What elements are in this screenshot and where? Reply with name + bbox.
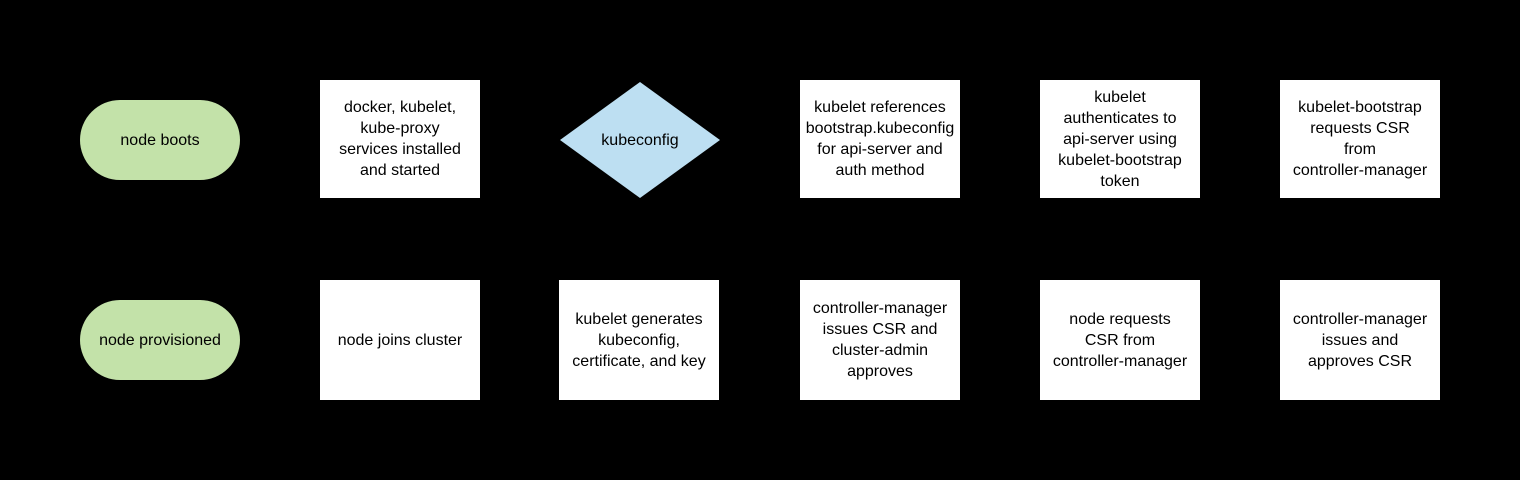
node-label: kubelet authenticates to api-server usin… (1058, 88, 1182, 190)
process-kubelet-generates-kubeconfig: kubelet generates kubeconfig, certificat… (559, 280, 719, 400)
process-services-installed: docker, kubelet, kube-proxy services ins… (320, 80, 480, 198)
process-cm-issues-csr-admin-approves: controller-manager issues CSR and cluste… (800, 280, 960, 400)
process-node-joins-cluster: node joins cluster (320, 280, 480, 400)
node-label: node joins cluster (337, 331, 463, 349)
node-label: kubelet-bootstrap requests CSR from cont… (1292, 99, 1428, 179)
process-kubelet-references-bootstrap-kubeconfig: kubelet references bootstrap.kubeconfig … (800, 80, 960, 198)
node-label: kubeconfig (601, 131, 679, 149)
process-cm-issues-and-approves-csr: controller-manager issues and approves C… (1280, 280, 1440, 400)
node-label: kubelet generates kubeconfig, certificat… (572, 310, 706, 370)
decision-kubeconfig: kubeconfig (560, 82, 720, 198)
terminator-node-boots: node boots (80, 100, 240, 180)
node-label: docker, kubelet, kube-proxy services ins… (339, 99, 461, 179)
process-kubelet-authenticates: kubelet authenticates to api-server usin… (1040, 80, 1200, 198)
node-label: node requests CSR from controller-manage… (1052, 310, 1188, 370)
terminator-node-provisioned: node provisioned (80, 300, 240, 380)
node-label: node provisioned (99, 331, 221, 349)
node-label: kubelet references bootstrap.kubeconfig … (805, 99, 955, 179)
node-label: controller-manager issues and approves C… (1292, 310, 1428, 370)
process-node-requests-csr: node requests CSR from controller-manage… (1040, 280, 1200, 400)
node-label: controller-manager issues CSR and cluste… (812, 300, 948, 380)
process-kubelet-bootstrap-requests-csr: kubelet-bootstrap requests CSR from cont… (1280, 80, 1440, 198)
node-label: node boots (120, 131, 200, 149)
